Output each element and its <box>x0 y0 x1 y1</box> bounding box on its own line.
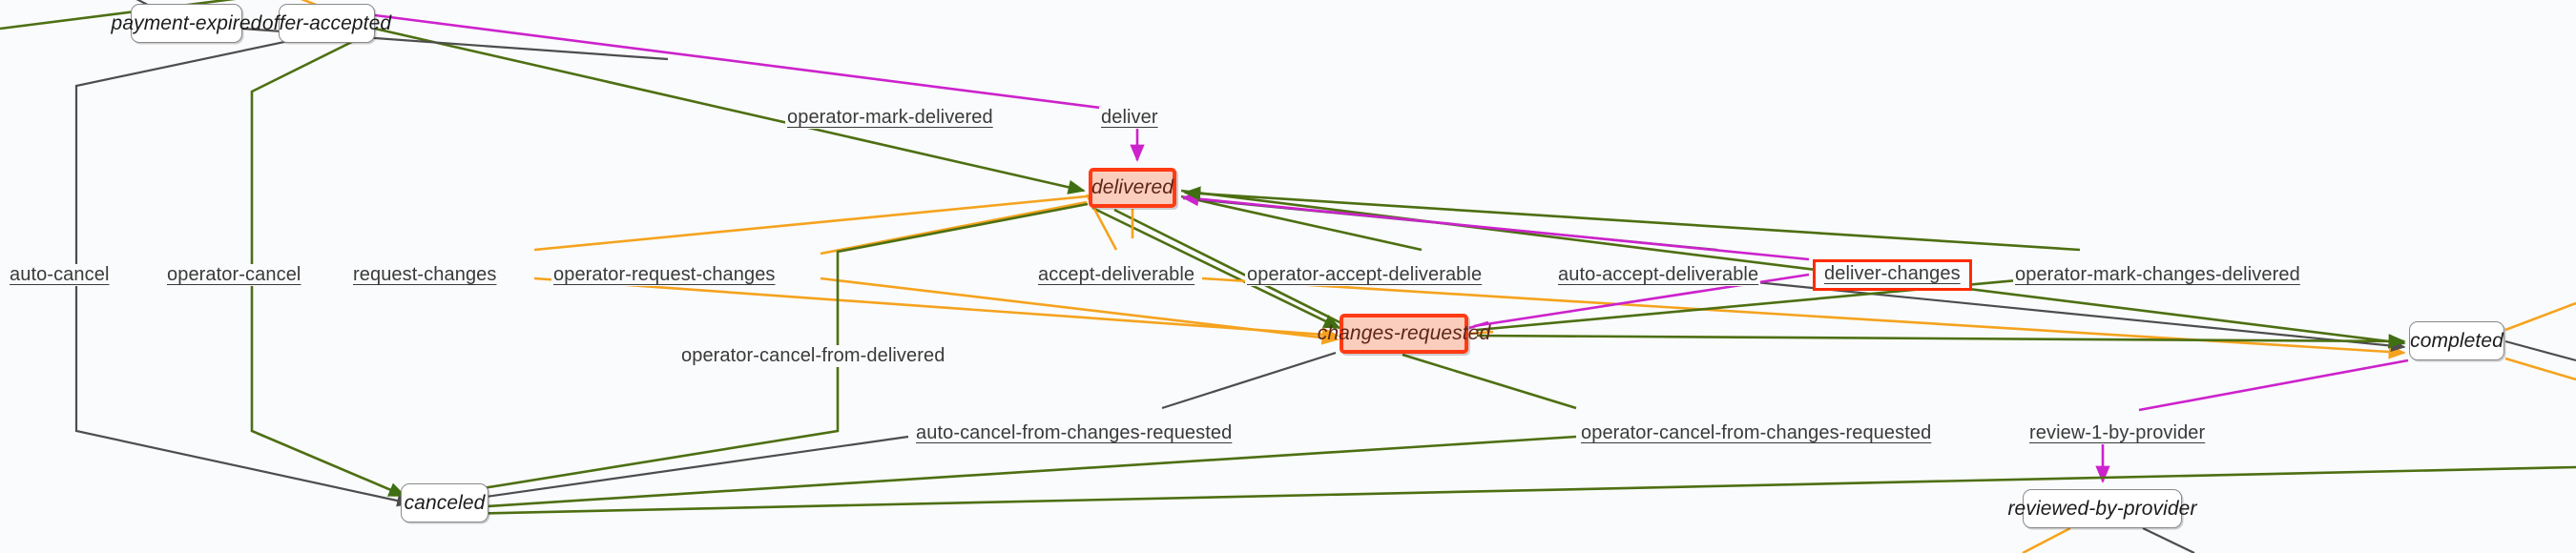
edge-operator-request-changes <box>820 276 1340 345</box>
edge-label-request-changes[interactable]: request-changes <box>351 264 499 286</box>
state-node-completed[interactable]: completed <box>2409 321 2504 360</box>
edge-label-operator-cancel[interactable]: operator-cancel <box>165 264 303 286</box>
edge-label-operator-accept-deliverable[interactable]: operator-accept-deliverable <box>1245 264 1485 286</box>
edge-label-deliver[interactable]: deliver <box>1099 107 1160 129</box>
edge-label-operator-request-changes[interactable]: operator-request-changes <box>551 264 778 286</box>
edge-auto-cancel-from-cr-a <box>1161 351 1337 410</box>
state-node-delivered[interactable]: delivered <box>1089 168 1176 208</box>
edge-operator-cancel-from-delivered <box>410 202 1089 504</box>
edge-changes-requested-to-completed <box>1476 334 2406 349</box>
edge-reviewed-out-orange <box>2022 526 2071 553</box>
edge-label-operator-cancel-from-changes-requested[interactable]: operator-cancel-from-changes-requested <box>1579 422 1934 444</box>
edge-operator-cancel-from-changes-requested <box>410 435 1577 518</box>
edge-changes-requested-orange-stub <box>1468 330 1494 336</box>
edge-label-operator-mark-delivered[interactable]: operator-mark-delivered <box>785 107 995 129</box>
edge-completed-out-gray <box>2504 339 2576 362</box>
edge-operator-mark-changes-delivered <box>1183 186 2081 252</box>
state-node-offer-accepted[interactable]: offer-accepted <box>262 4 391 43</box>
edge-label-auto-accept-deliverable[interactable]: auto-accept-deliverable <box>1556 264 1761 286</box>
edge-label-operator-cancel-from-delivered[interactable]: operator-cancel-from-delivered <box>679 345 947 367</box>
edge-auto-cancel-from-changes-requested <box>410 435 909 512</box>
edge-operator-request-changes-in <box>820 200 1088 256</box>
edge-completed-in-orange-right <box>2504 301 2576 332</box>
edge-label-operator-mark-changes-delivered[interactable]: operator-mark-changes-delivered <box>2013 264 2302 286</box>
edge-operator-mark-delivered <box>374 27 1086 195</box>
edge-operator-accept-deliverable <box>1180 189 2406 349</box>
edge-label-auto-cancel-from-changes-requested[interactable]: auto-cancel-from-changes-requested <box>914 422 1235 444</box>
edge-label-auto-cancel[interactable]: auto-cancel <box>8 264 112 286</box>
state-node-reviewed-by-provider[interactable]: reviewed-by-provider <box>2007 489 2196 528</box>
edge-request-changes <box>533 276 1340 342</box>
edge-label-deliver-changes[interactable]: deliver-changes <box>1813 259 1972 291</box>
edge-deliver-changes <box>1181 192 1810 261</box>
edge-label-review-1-by-provider[interactable]: review-1-by-provider <box>2027 422 2208 444</box>
state-node-canceled[interactable]: canceled <box>401 483 488 522</box>
edge-auto-cancel <box>74 21 412 507</box>
edge-canceled-inbound-far <box>414 465 2576 522</box>
edge-changes-requested-magenta-stub <box>1468 320 1489 330</box>
edge-operator-cancel-from-cr-a <box>1402 353 1577 410</box>
edge-delivered-to-changes-requested-2 <box>1113 208 1344 326</box>
edge-label-accept-deliverable[interactable]: accept-deliverable <box>1036 264 1197 286</box>
edge-operator-accept-deliverable-b <box>1180 195 1423 252</box>
edge-deliver-upper <box>374 13 1138 114</box>
state-node-payment-expired[interactable]: payment-expired <box>112 4 261 43</box>
state-node-changes-requested[interactable]: changes-requested <box>1318 314 1490 354</box>
edge-operator-cancel <box>250 29 406 498</box>
edge-reviewed-out-gray <box>2142 527 2195 553</box>
edge-review-1-a <box>2138 358 2409 412</box>
edge-operator-mark-changes-delivered-a <box>1476 273 2081 332</box>
edge-request-changes-in <box>533 195 1088 252</box>
edge-completed-out-orange <box>2504 357 2576 381</box>
